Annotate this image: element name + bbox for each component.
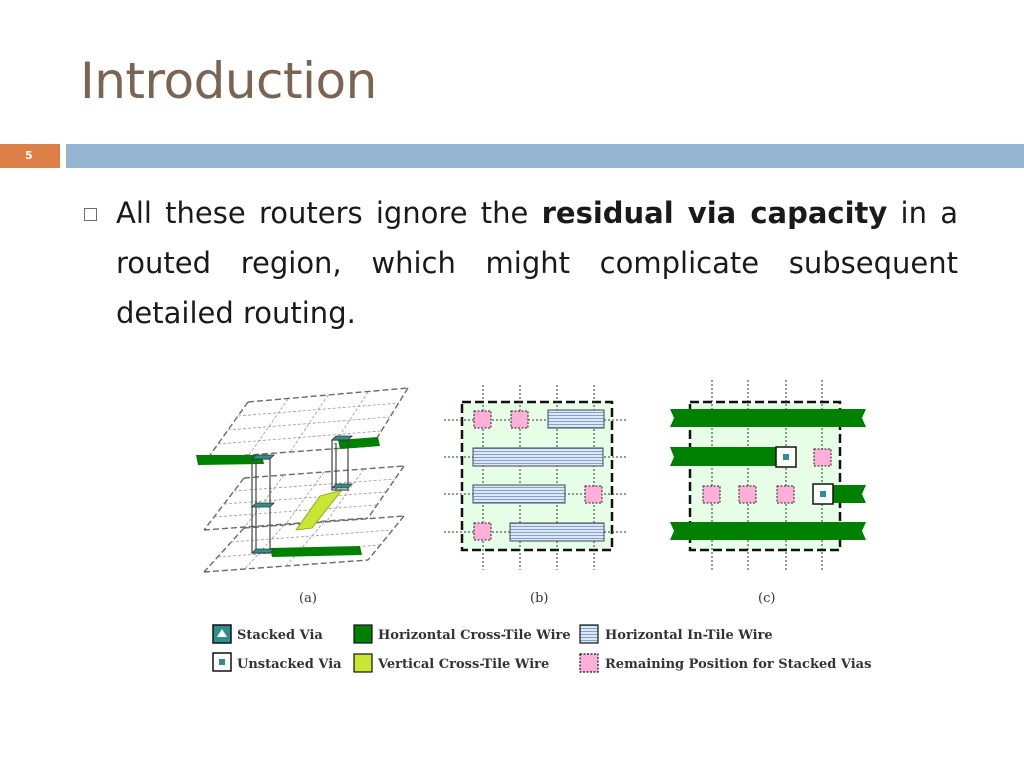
bullet-text-pre: All these routers ignore the xyxy=(116,196,542,230)
figure-b xyxy=(444,385,628,570)
figure-legend: Stacked Via Unstacked Via Horizontal Cro… xyxy=(212,624,871,673)
caption-b: (b) xyxy=(530,591,548,606)
slide-number-box: 5 xyxy=(0,144,60,168)
legend-h-intile: Horizontal In-Tile Wire xyxy=(605,628,773,643)
figure-c xyxy=(670,380,866,570)
caption-a: (a) xyxy=(299,591,317,606)
legend-v-cross-tile: Vertical Cross-Tile Wire xyxy=(377,657,549,672)
stacked-via-icon xyxy=(212,624,232,644)
v-cross-tile-swatch xyxy=(353,653,373,673)
bullet-text-post: in a routed region, which might complica… xyxy=(116,196,958,330)
legend-h-cross-tile: Horizontal Cross-Tile Wire xyxy=(378,628,571,643)
h-cross-tile-swatch xyxy=(353,624,373,644)
h-intile-swatch xyxy=(579,624,599,644)
bullet-text-bold: residual via capacity xyxy=(541,196,888,230)
legend-remaining-position: Remaining Position for Stacked Vias xyxy=(605,657,871,672)
figure-a xyxy=(203,387,409,573)
header-bar xyxy=(66,144,1024,168)
unstacked-via-icon xyxy=(212,652,232,672)
slide-number: 5 xyxy=(25,149,33,162)
legend-unstacked-via: Unstacked Via xyxy=(237,657,342,672)
bullet-square-icon xyxy=(84,208,97,221)
legend-stacked-via: Stacked Via xyxy=(237,628,323,643)
slide-title: Introduction xyxy=(80,52,377,110)
caption-c: (c) xyxy=(758,591,775,606)
remaining-position-swatch xyxy=(579,653,599,673)
bullet-text: All these routers ignore the residual vi… xyxy=(116,188,958,338)
